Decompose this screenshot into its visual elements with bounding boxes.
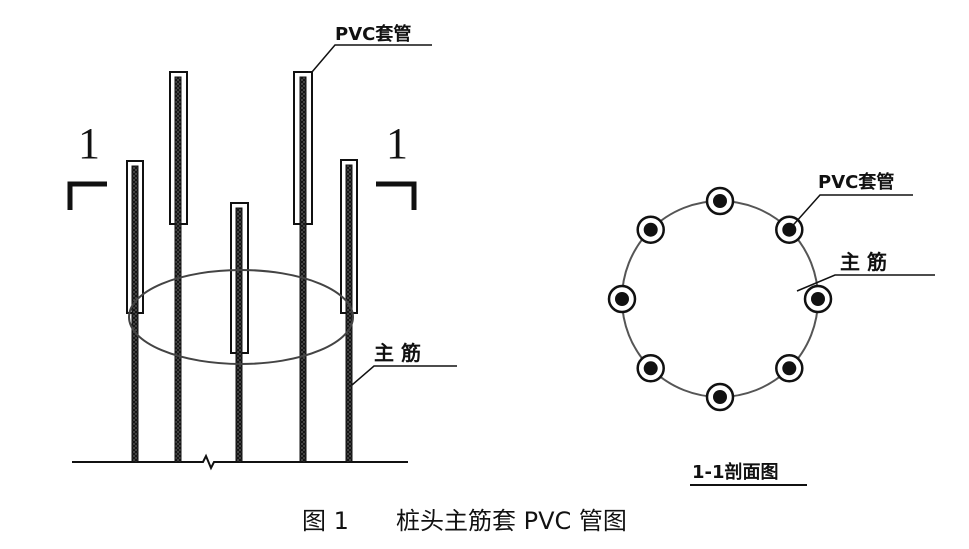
rebar-1 (126, 160, 144, 463)
section-pvc-leader (786, 194, 913, 233)
rebar-dot-group (607, 186, 833, 412)
rebar-section-8 (643, 222, 658, 237)
rebar-section-4 (782, 361, 797, 376)
rebar-2 (169, 71, 188, 463)
main-rebar-leader (351, 365, 457, 386)
rebar-5 (340, 159, 358, 463)
figure-title: 桩头主筋套 PVC 管图 (396, 507, 627, 535)
elevation-view: 1 1 PVC套管 主 筋 (67, 23, 457, 471)
section-mark-right: 1 (376, 119, 417, 210)
main-rebar-label-section: 主 筋 (840, 250, 887, 274)
rebar-bar-3 (235, 207, 243, 463)
section-mark-right-number: 1 (386, 119, 408, 168)
section-mark-left-number: 1 (78, 119, 100, 168)
stirrup-ring (128, 269, 354, 365)
section-mark-left: 1 (67, 119, 107, 210)
rebar-section-7 (615, 292, 629, 306)
main-rebar-label-elevation: 主 筋 (374, 341, 421, 365)
figure-caption: 图 1 桩头主筋套 PVC 管图 (302, 507, 627, 535)
section-view: PVC套管 主 筋 1-1剖面图 (607, 171, 935, 486)
rebar-section-1 (713, 194, 727, 208)
rebar-section-3 (811, 292, 825, 306)
section-title: 1-1剖面图 (692, 461, 779, 483)
rebar-section-5 (713, 390, 727, 404)
rebar-bar-5 (345, 164, 353, 463)
rebar-bar-1 (131, 165, 139, 463)
rebar-bar-2 (174, 76, 182, 463)
rebar-4 (293, 71, 313, 463)
pvc-sleeve-leader (311, 44, 432, 73)
rebar-section-6 (643, 361, 658, 376)
rebar-bar-4 (299, 76, 307, 463)
section-rebar-leader (796, 274, 935, 292)
pvc-sleeve-label-section: PVC套管 (818, 171, 894, 193)
rebar-3 (230, 202, 249, 463)
pvc-sleeve-label-elevation: PVC套管 (335, 23, 411, 45)
figure-number: 图 1 (302, 507, 349, 535)
